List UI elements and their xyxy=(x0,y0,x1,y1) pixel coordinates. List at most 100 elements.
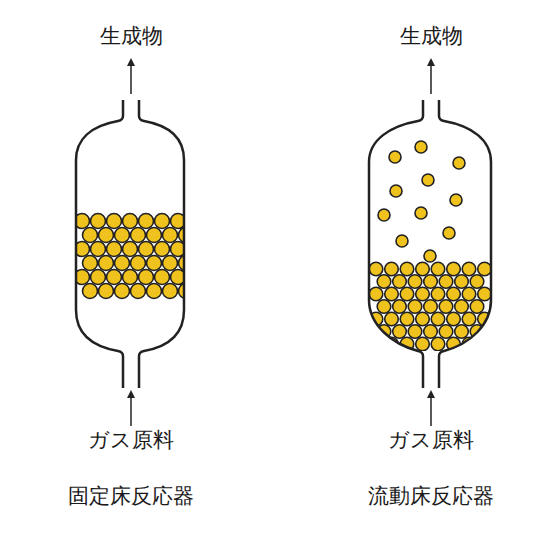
catalyst-particle xyxy=(478,262,492,276)
catalyst-particle xyxy=(453,157,465,169)
catalyst-particle xyxy=(408,275,422,289)
fixed-bed-particles xyxy=(75,214,194,299)
catalyst-particle xyxy=(83,284,98,299)
catalyst-particle xyxy=(115,256,130,271)
catalyst-particle xyxy=(131,256,146,271)
catalyst-particle xyxy=(415,141,427,153)
catalyst-particle xyxy=(462,262,476,276)
catalyst-particle xyxy=(155,242,170,257)
product-label: 生成物 xyxy=(400,24,463,49)
catalyst-particle xyxy=(123,214,138,229)
feed-label: ガス原料 xyxy=(388,428,474,453)
catalyst-particle xyxy=(378,209,390,221)
catalyst-particle xyxy=(416,337,430,351)
catalyst-particle xyxy=(478,337,492,351)
catalyst-particle xyxy=(443,227,455,239)
catalyst-particle xyxy=(377,300,391,314)
catalyst-particle xyxy=(431,287,445,301)
catalyst-particle xyxy=(99,284,114,299)
catalyst-particle xyxy=(107,242,122,257)
catalyst-particle xyxy=(431,337,445,351)
catalyst-particle xyxy=(415,207,427,219)
catalyst-particle xyxy=(431,312,445,326)
catalyst-particle xyxy=(115,284,130,299)
catalyst-particle xyxy=(455,275,469,289)
catalyst-particle xyxy=(400,262,414,276)
catalyst-particle xyxy=(147,284,162,299)
catalyst-particle xyxy=(83,228,98,243)
catalyst-particle xyxy=(396,235,408,247)
catalyst-particle xyxy=(139,242,154,257)
catalyst-particle xyxy=(369,337,383,351)
product-label: 生成物 xyxy=(100,24,163,49)
catalyst-particle xyxy=(107,270,122,285)
product-arrow xyxy=(130,62,132,94)
feed-label: ガス原料 xyxy=(88,428,174,453)
catalyst-particle xyxy=(115,228,130,243)
catalyst-particle xyxy=(455,300,469,314)
catalyst-particle xyxy=(416,287,430,301)
catalyst-particle xyxy=(163,228,178,243)
catalyst-particle xyxy=(450,194,462,206)
catalyst-particle xyxy=(408,300,422,314)
catalyst-particle xyxy=(447,262,461,276)
catalyst-particle xyxy=(455,325,469,339)
catalyst-particle xyxy=(470,300,484,314)
catalyst-particle xyxy=(139,214,154,229)
feed-arrow xyxy=(130,394,132,426)
catalyst-particle xyxy=(390,185,402,197)
catalyst-particle xyxy=(439,275,453,289)
catalyst-particle xyxy=(447,312,461,326)
catalyst-particle xyxy=(400,287,414,301)
product-arrow xyxy=(430,62,432,94)
catalyst-particle xyxy=(91,270,106,285)
catalyst-particle xyxy=(470,275,484,289)
catalyst-particle xyxy=(424,250,436,262)
catalyst-particle xyxy=(422,174,434,186)
catalyst-particle xyxy=(147,228,162,243)
catalyst-particle xyxy=(99,228,114,243)
catalyst-particle xyxy=(385,262,399,276)
catalyst-particle xyxy=(99,256,114,271)
catalyst-particle xyxy=(91,214,106,229)
catalyst-particle xyxy=(408,325,422,339)
catalyst-particle xyxy=(179,284,194,299)
catalyst-particle xyxy=(139,270,154,285)
catalyst-particle xyxy=(131,228,146,243)
catalyst-particle xyxy=(163,284,178,299)
catalyst-particle xyxy=(424,275,438,289)
catalyst-particle xyxy=(131,284,146,299)
catalyst-particle xyxy=(91,242,106,257)
reactor-name: 固定床反応器 xyxy=(68,484,194,509)
catalyst-particle xyxy=(447,287,461,301)
catalyst-particle xyxy=(393,300,407,314)
catalyst-particle xyxy=(83,256,98,271)
fixed-bed-vessel xyxy=(76,100,184,388)
catalyst-particle xyxy=(163,256,178,271)
catalyst-particle xyxy=(439,325,453,339)
reactor-name: 流動床反応器 xyxy=(368,484,494,509)
catalyst-particle xyxy=(107,214,122,229)
catalyst-particle xyxy=(400,312,414,326)
catalyst-particle xyxy=(439,300,453,314)
catalyst-particle xyxy=(147,256,162,271)
catalyst-particle xyxy=(478,287,492,301)
catalyst-particle xyxy=(369,262,383,276)
catalyst-particle xyxy=(369,287,383,301)
catalyst-particle xyxy=(393,325,407,339)
catalyst-particle xyxy=(155,270,170,285)
catalyst-particle xyxy=(179,256,194,271)
catalyst-particle xyxy=(393,275,407,289)
catalyst-particle xyxy=(385,312,399,326)
catalyst-particle xyxy=(155,214,170,229)
catalyst-particle xyxy=(416,312,430,326)
feed-arrow xyxy=(430,394,432,426)
catalyst-particle xyxy=(179,228,194,243)
catalyst-particle xyxy=(424,325,438,339)
catalyst-particle xyxy=(462,312,476,326)
fluidized-free-particles xyxy=(378,141,465,262)
catalyst-particle xyxy=(416,262,430,276)
catalyst-particle xyxy=(385,287,399,301)
